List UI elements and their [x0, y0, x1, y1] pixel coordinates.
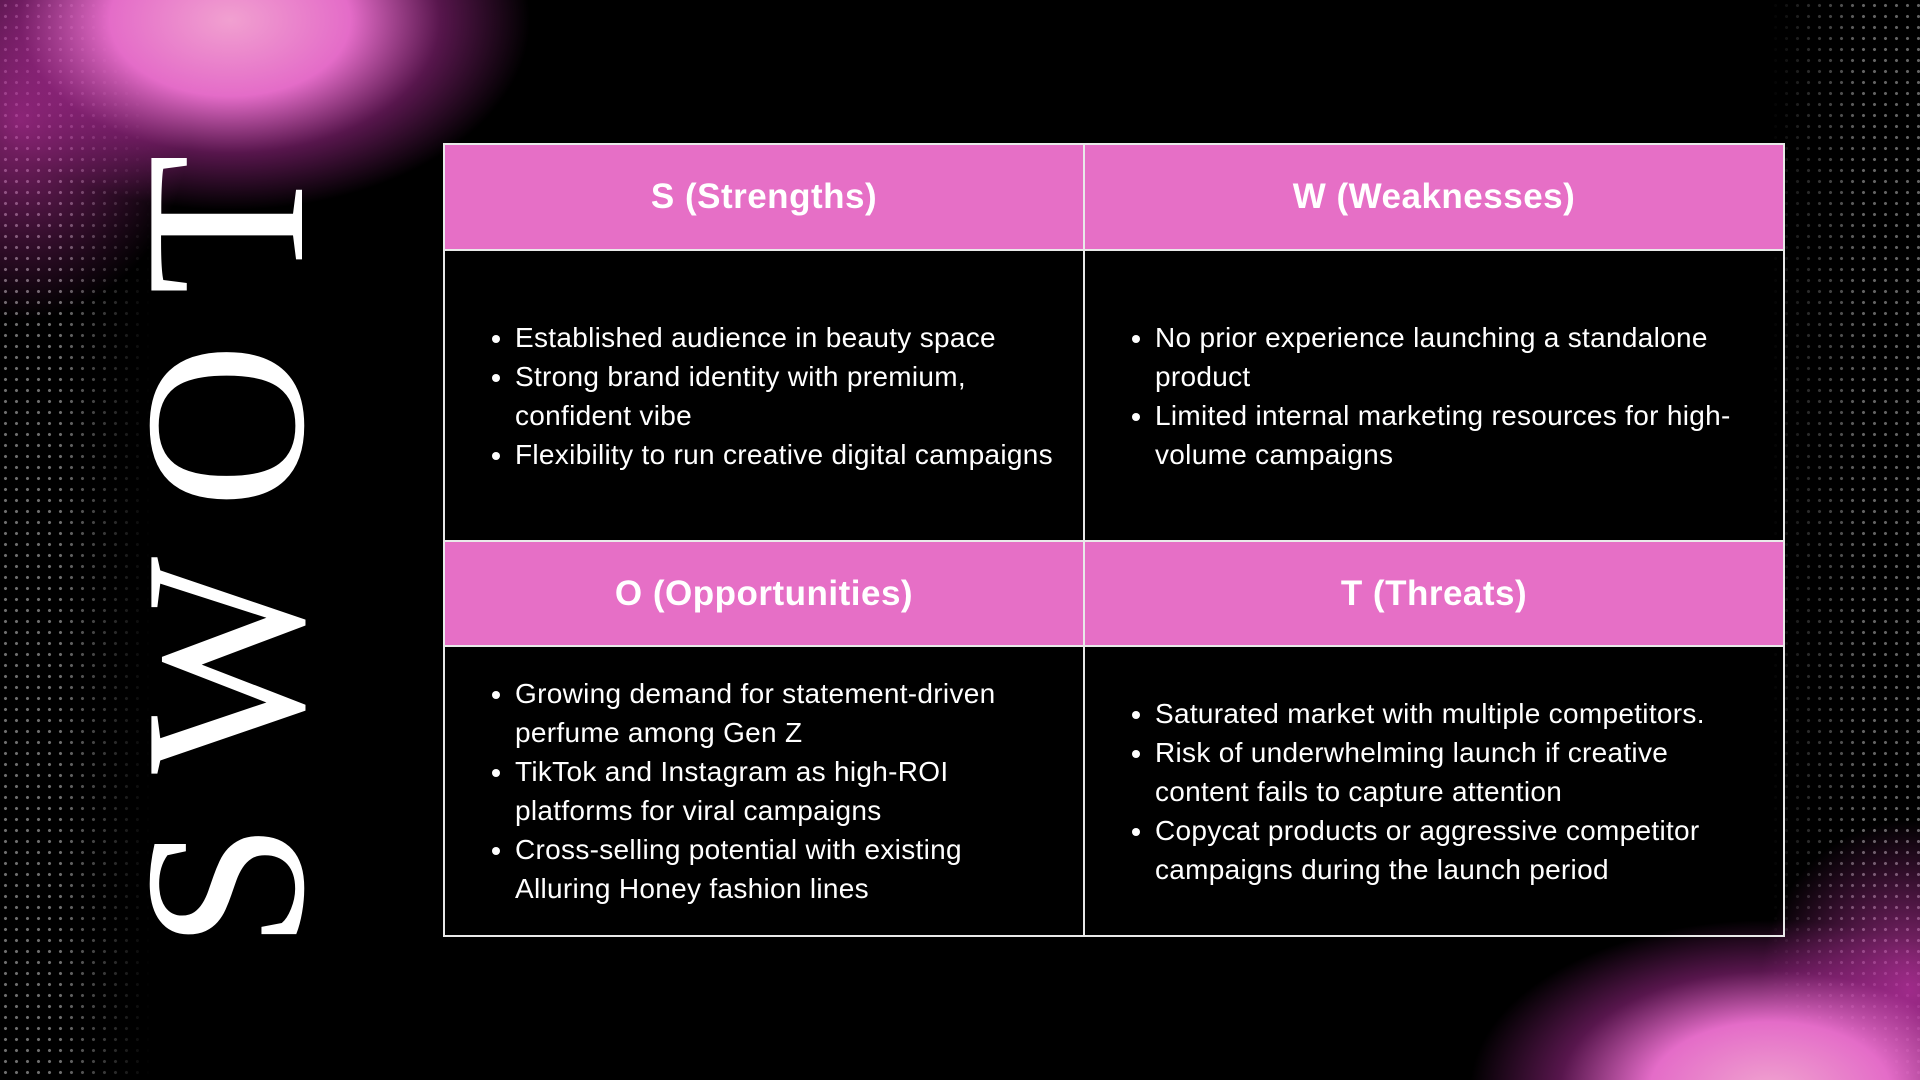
strengths-header: S (Strengths): [445, 145, 1085, 251]
list-item: TikTok and Instagram as high-ROI platfor…: [515, 752, 1063, 830]
swot-title: SWOT: [97, 106, 352, 950]
strengths-list: Established audience in beauty space Str…: [445, 318, 1083, 474]
weaknesses-header: W (Weaknesses): [1085, 145, 1783, 251]
opportunities-list: Growing demand for statement-driven perf…: [445, 674, 1083, 908]
list-item: Flexibility to run creative digital camp…: [515, 435, 1063, 474]
threats-cell: Saturated market with multiple competito…: [1085, 647, 1783, 935]
list-item: Established audience in beauty space: [515, 318, 1063, 357]
opportunities-cell: Growing demand for statement-driven perf…: [445, 647, 1085, 935]
weaknesses-cell: No prior experience launching a standalo…: [1085, 251, 1783, 542]
swot-table: S (Strengths) W (Weaknesses) Established…: [443, 143, 1785, 937]
list-item: Saturated market with multiple competito…: [1155, 694, 1763, 733]
weaknesses-list: No prior experience launching a standalo…: [1085, 318, 1783, 474]
threats-header: T (Threats): [1085, 542, 1783, 647]
list-item: No prior experience launching a standalo…: [1155, 318, 1763, 396]
opportunities-header: O (Opportunities): [445, 542, 1085, 647]
list-item: Risk of underwhelming launch if creative…: [1155, 733, 1763, 811]
threats-list: Saturated market with multiple competito…: [1085, 694, 1783, 889]
list-item: Limited internal marketing resources for…: [1155, 396, 1763, 474]
list-item: Cross-selling potential with existing Al…: [515, 830, 1063, 908]
list-item: Growing demand for statement-driven perf…: [515, 674, 1063, 752]
list-item: Strong brand identity with premium, conf…: [515, 357, 1063, 435]
list-item: Copycat products or aggressive competito…: [1155, 811, 1763, 889]
strengths-cell: Established audience in beauty space Str…: [445, 251, 1085, 542]
